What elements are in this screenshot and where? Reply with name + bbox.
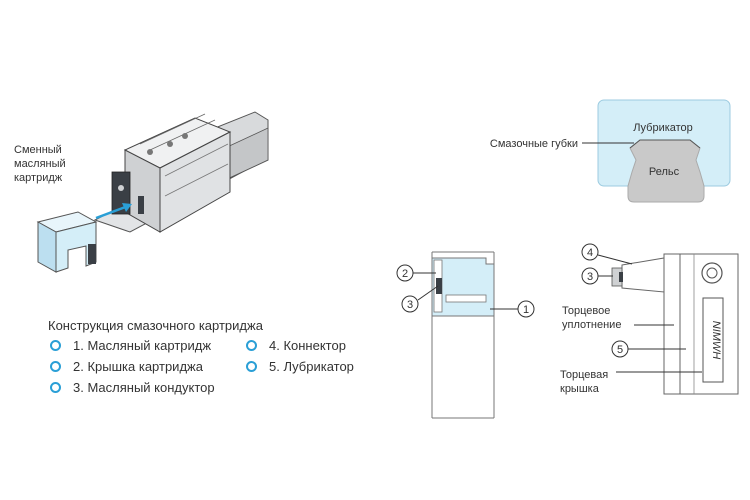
cover-label-line1: Торцевая: [560, 369, 608, 381]
legend-item-label: 5. Лубрикатор: [269, 359, 354, 374]
insert-arrow: [95, 203, 132, 220]
legend-item-4: 4. Коннектор: [246, 338, 346, 353]
cartridge-label: Сменный масляный картридж: [14, 143, 104, 185]
legend-item-3: 3. Масляный кондуктор: [50, 380, 215, 395]
cartridge-label-line2: масляный: [14, 158, 66, 170]
legend-bullet-icon: [50, 361, 61, 372]
legend-item-1: 1. Масляный картридж: [50, 338, 211, 353]
seal-label-line2: уплотнение: [562, 319, 621, 331]
callout-2-number: 2: [402, 268, 408, 280]
cover-label-line2: крышка: [560, 383, 600, 395]
sponges-label: Смазочные губки: [490, 138, 578, 150]
brand-stamp: NIMWH: [710, 321, 722, 360]
cartridge-label-line1: Сменный: [14, 144, 62, 156]
cartridge-drawing: [36, 211, 98, 273]
callout-1-number: 1: [523, 304, 529, 316]
legend-item-label: 4. Коннектор: [269, 338, 346, 353]
callout-3-number: 3: [407, 299, 413, 311]
cartridge-label-line3: картридж: [14, 172, 63, 184]
rail-label: Рельс: [649, 166, 680, 178]
legend-title: Конструкция смазочного картриджа: [48, 318, 263, 333]
cartridge-section-drawing: 2 3 1: [396, 251, 535, 419]
legend-item-label: 3. Масляный кондуктор: [73, 380, 215, 395]
legend-bullet-icon: [50, 382, 61, 393]
seal-label-line1: Торцевое: [562, 305, 610, 317]
legend-item-label: 1. Масляный картридж: [73, 338, 212, 353]
lubricator-cross-section: Лубрикатор Рельс Смазочные губки: [490, 99, 731, 203]
callout-4-number: 4: [587, 247, 593, 259]
legend-item-5: 5. Лубрикатор: [246, 359, 354, 374]
end-cap-drawing: NIMWH 4 3 Торцевое уплотнение 5 Торцевая…: [560, 243, 739, 395]
legend-item-2: 2. Крышка картриджа: [50, 359, 203, 374]
callout-5-number: 5: [617, 344, 623, 356]
callout-3b-number: 3: [587, 271, 593, 283]
legend-bullet-icon: [246, 361, 257, 372]
legend-bullet-icon: [246, 340, 257, 351]
legend-item-label: 2. Крышка картриджа: [73, 359, 203, 374]
lubricator-label: Лубрикатор: [633, 122, 693, 134]
linear-block-illustration: [36, 111, 269, 273]
legend-bullet-icon: [50, 340, 61, 351]
